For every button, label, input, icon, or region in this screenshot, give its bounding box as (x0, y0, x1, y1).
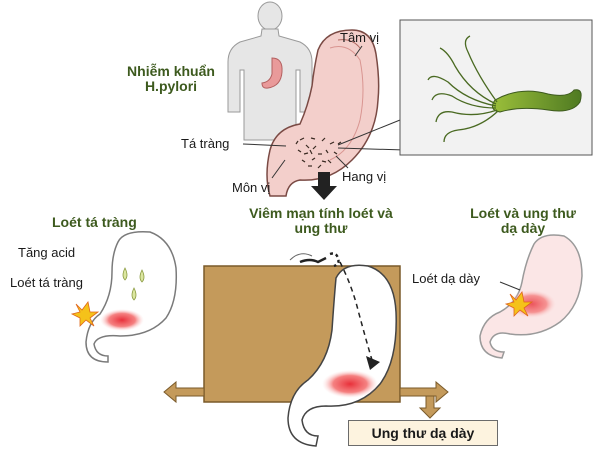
increased-acid-label: Tăng acid (18, 245, 76, 260)
progression-arrow (311, 172, 337, 200)
left-stomach (70, 230, 178, 363)
small-stomach-icon (261, 57, 283, 89)
main-stomach (266, 29, 380, 197)
gastric-cancer-label: Ung thư dạ dày (371, 425, 475, 441)
right-stomach (479, 234, 583, 359)
antrum-label: Hang vị (342, 169, 387, 184)
duodenum-label: Tá tràng (181, 136, 230, 151)
leader-lines (242, 45, 406, 179)
bacteria-cluster (295, 137, 342, 169)
cardia-label: Tâm vị (340, 30, 379, 45)
gastric-ulcer-cancer-heading: Loét và ung thư dạ dày (470, 205, 576, 237)
hpylori-infection-title: Nhiễm khuẩn H.pylori (127, 63, 215, 95)
duodenal-ulcer-label: Loét tá tràng (10, 275, 83, 290)
center-stomach (287, 252, 397, 447)
duodenal-ulcer-heading: Loét tá tràng (52, 214, 137, 230)
human-silhouette (227, 1, 313, 141)
gastric-cancer-box: Ung thư dạ dày (348, 420, 498, 446)
pylorus-label: Môn vị (232, 180, 271, 195)
chronic-inflammation-label: Viêm mạn tính loét và ung thư (249, 205, 393, 237)
bacterium-zoom-box (399, 19, 593, 156)
gastric-ulcer-label: Loét dạ dày (412, 271, 480, 286)
